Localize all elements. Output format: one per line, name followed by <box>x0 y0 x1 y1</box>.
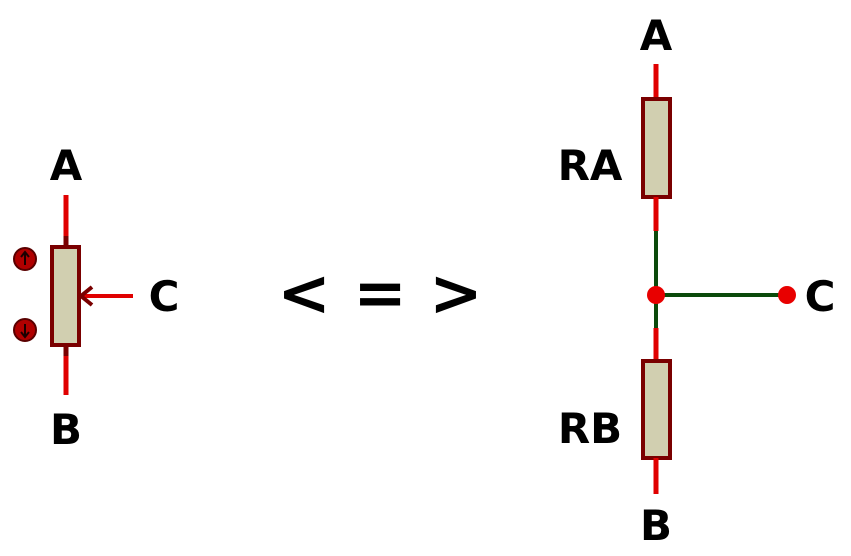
potentiometer-symbol: A B C <box>13 141 180 454</box>
resistor-ra-body <box>641 97 672 199</box>
arrow-up-circle-icon[interactable] <box>13 247 37 271</box>
left-label-b: B <box>50 405 82 454</box>
label-ra: RA <box>558 141 623 190</box>
resistor-rb-body <box>641 359 672 460</box>
potentiometer-body <box>50 245 81 347</box>
left-label-a: A <box>50 141 83 190</box>
right-label-a: A <box>640 11 673 60</box>
arrow-down-circle-icon[interactable] <box>13 318 37 342</box>
right-label-b: B <box>640 501 672 550</box>
wiper-arrowhead <box>77 285 94 307</box>
terminal-c-node <box>778 286 796 304</box>
label-rb: RB <box>558 404 622 453</box>
junction-node <box>647 286 665 304</box>
equivalence-symbol: < = > <box>277 257 482 331</box>
right-label-c: C <box>805 272 836 321</box>
left-label-c: C <box>149 272 180 321</box>
equivalent-circuit: A RA C RB B <box>558 11 836 550</box>
